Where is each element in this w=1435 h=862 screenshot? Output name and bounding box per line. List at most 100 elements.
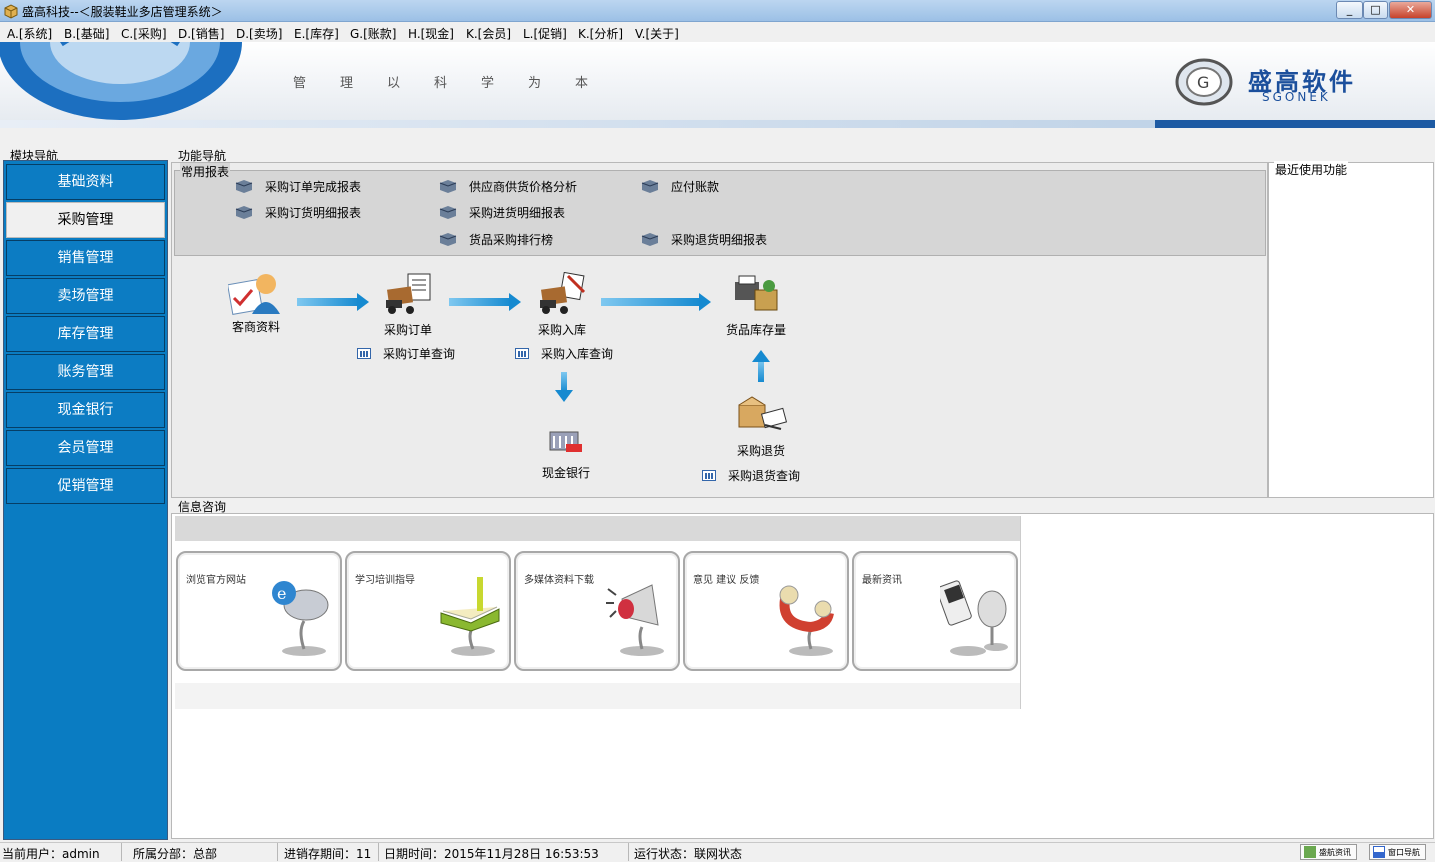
card-label: 浏览官方网站 [186, 575, 246, 586]
report-icon [641, 180, 659, 193]
menu-inventory[interactable]: E.[库存] [294, 27, 339, 41]
mouse-ie-icon: e [272, 581, 329, 656]
slogan-char: 科 [434, 76, 450, 91]
module-nav-panel: 基础资料 采购管理 销售管理 卖场管理 库存管理 账务管理 现金银行 会员管理 … [3, 160, 168, 840]
menu-promotion[interactable]: L.[促销] [523, 27, 567, 41]
nav-store[interactable]: 卖场管理 [6, 278, 165, 314]
report-icon [439, 233, 457, 246]
menu-sales[interactable]: D.[销售] [178, 27, 225, 41]
purchase-inbound-icon[interactable] [538, 272, 588, 316]
flow-stock-label[interactable]: 货品库存量 [725, 323, 786, 337]
report-icon [439, 206, 457, 219]
flow-returns-label[interactable]: 采购退货 [736, 444, 785, 458]
card-label: 最新资讯 [862, 575, 902, 586]
module-nav-title: 模块导航 [9, 147, 60, 164]
minimize-button[interactable]: _ [1336, 1, 1363, 19]
slogan-char: 学 [481, 76, 497, 91]
card-media-download[interactable]: 多媒体资料下载 [514, 551, 680, 671]
news-button[interactable]: 盛航资讯 [1300, 844, 1357, 860]
report-link[interactable]: 采购退货明细报表 [641, 231, 767, 248]
card-latest-news[interactable]: 最新资讯 [852, 551, 1018, 671]
supplier-icon[interactable] [228, 270, 282, 316]
status-divider [378, 843, 379, 861]
slogan-char: 以 [387, 76, 403, 91]
card-label: 意见 建议 反馈 [693, 575, 760, 586]
flow-order-label[interactable]: 采购订单 [383, 323, 432, 337]
menu-basic[interactable]: B.[基础] [64, 27, 110, 41]
nav-basic-data[interactable]: 基础资料 [6, 164, 165, 200]
menu-bar: A.[系统] B.[基础] C.[采购] D.[销售] D.[卖场] E.[库存… [0, 22, 1435, 42]
status-user: 当前用户：admin [2, 847, 100, 861]
report-link[interactable]: 货品采购排行榜 [439, 231, 553, 248]
slogan-char: 本 [575, 76, 591, 91]
flow-arrow-down [555, 372, 573, 402]
nav-inventory[interactable]: 库存管理 [6, 316, 165, 352]
close-button[interactable]: ✕ [1389, 1, 1432, 19]
purchase-order-icon[interactable] [384, 272, 434, 316]
flow-arrow-right [449, 293, 521, 311]
order-query-link[interactable]: 采购订单查询 [357, 345, 455, 362]
stock-icon[interactable] [733, 274, 781, 316]
header-banner: 管 理 以 科 学 为 本 G 盛高软件 SGONEK [0, 42, 1435, 128]
card-label: 多媒体资料下载 [524, 575, 594, 586]
nav-promotion[interactable]: 促销管理 [6, 468, 165, 504]
purchase-return-icon[interactable] [735, 395, 789, 435]
flow-arrow-up [752, 350, 770, 382]
chart-report-icon [515, 348, 529, 359]
feedback-icon [779, 585, 834, 656]
cash-bank-icon[interactable] [548, 428, 584, 454]
menu-analysis[interactable]: K.[分析] [578, 27, 624, 41]
flow-inbound-label[interactable]: 采购入库 [537, 323, 586, 337]
card-feedback[interactable]: 意见 建议 反馈 [683, 551, 849, 671]
report-link[interactable]: 采购订单完成报表 [235, 178, 361, 195]
status-branch: 所属分部：总部 [133, 847, 218, 861]
brand-logo-icon: G [1175, 58, 1233, 106]
phone-satellite-icon [940, 580, 1008, 656]
chart-report-icon [357, 348, 371, 359]
window-nav-icon [1373, 846, 1385, 858]
menu-store[interactable]: D.[卖场] [236, 27, 283, 41]
card-training[interactable]: 学习培训指导 [345, 551, 511, 671]
nav-purchase[interactable]: 采购管理 [6, 202, 165, 238]
report-link[interactable]: 采购订货明细报表 [235, 204, 361, 221]
inbound-query-link[interactable]: 采购入库查询 [515, 345, 613, 362]
report-icon [439, 180, 457, 193]
menu-about[interactable]: V.[关于] [635, 27, 679, 41]
returns-query-link[interactable]: 采购退货查询 [702, 467, 800, 484]
title-bar: 盛高科技--＜服装鞋业多店管理系统＞ _ □ ✕ [0, 0, 1435, 22]
menu-member[interactable]: K.[会员] [466, 27, 512, 41]
status-period: 进销存期间：11 [284, 847, 372, 861]
nav-accounts[interactable]: 账务管理 [6, 354, 165, 390]
nav-member[interactable]: 会员管理 [6, 430, 165, 466]
window-nav-button[interactable]: 窗口导航 [1369, 844, 1426, 860]
menu-system[interactable]: A.[系统] [7, 27, 53, 41]
nav-cash-bank[interactable]: 现金银行 [6, 392, 165, 428]
report-link[interactable]: 供应商供货价格分析 [439, 178, 577, 195]
flow-cash-label[interactable]: 现金银行 [541, 466, 590, 480]
report-link[interactable]: 采购进货明细报表 [439, 204, 565, 221]
globe-logo [0, 42, 242, 120]
info-title: 信息咨询 [177, 498, 228, 515]
report-icon [235, 180, 253, 193]
card-label: 学习培训指导 [355, 575, 415, 586]
nav-sales[interactable]: 销售管理 [6, 240, 165, 276]
status-divider [628, 843, 629, 861]
menu-cash[interactable]: H.[现金] [408, 27, 454, 41]
maximize-button[interactable]: □ [1363, 1, 1388, 19]
status-divider [121, 843, 122, 861]
menu-accounts[interactable]: G.[账款] [350, 27, 397, 41]
reports-title: 常用报表 [180, 163, 231, 180]
report-link[interactable]: 应付账款 [641, 178, 719, 195]
menu-purchase[interactable]: C.[采购] [121, 27, 167, 41]
svg-text:e: e [277, 584, 286, 603]
banner-stripe-dark [1155, 120, 1435, 128]
slogan-char: 为 [528, 76, 544, 91]
slogan-char: 理 [340, 76, 356, 91]
banner-stripe [0, 120, 1435, 128]
card-official-site[interactable]: 浏览官方网站 e [176, 551, 342, 671]
flow-supplier-label[interactable]: 客商资料 [231, 320, 280, 334]
flow-arrow-right [297, 293, 369, 311]
app-icon [4, 4, 18, 19]
recent-title: 最近使用功能 [1274, 161, 1349, 178]
report-icon [641, 233, 659, 246]
